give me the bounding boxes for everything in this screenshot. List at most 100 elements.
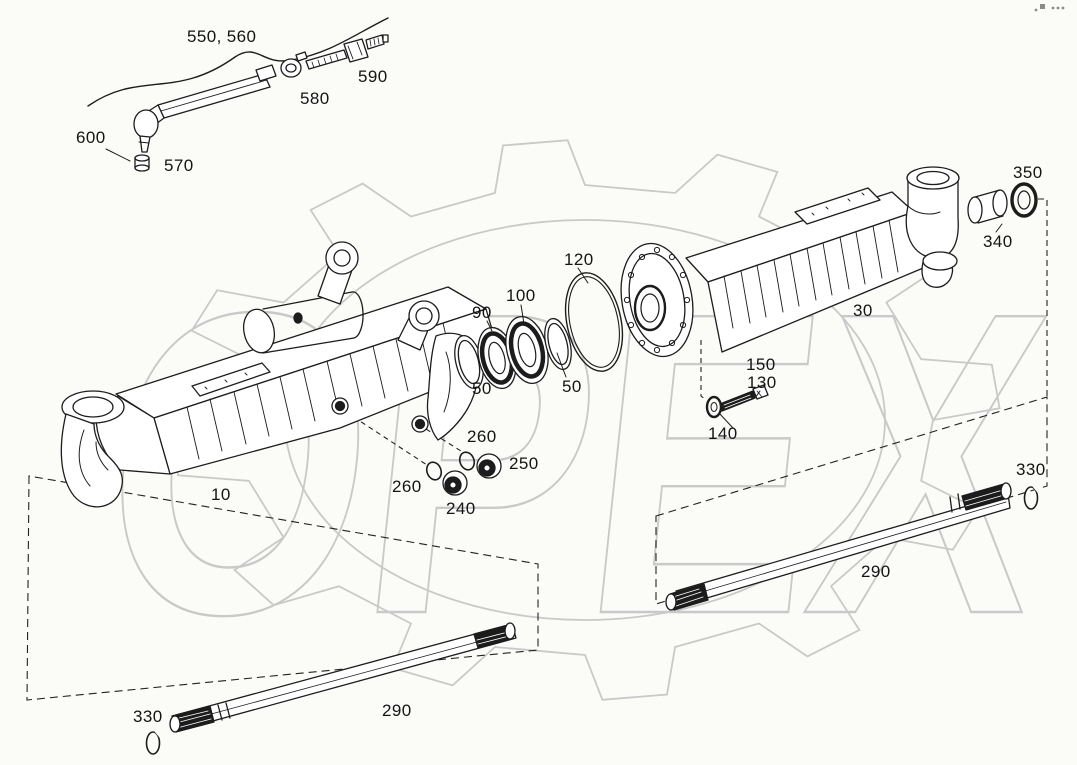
joint-590-body [343, 38, 369, 63]
rod-590-hatch [311, 53, 339, 69]
joint-590-tip [382, 34, 389, 43]
dashed-box-right-shaft [655, 396, 1048, 605]
arm-eye-2-outer [408, 300, 440, 332]
snap-ring-330-right [1023, 484, 1041, 510]
axle-flange [620, 242, 694, 358]
bolt-washer-group [705, 384, 769, 419]
leader-50-right [556, 352, 567, 378]
part-label-330-right: 330 [1016, 460, 1046, 479]
part-label-240: 240 [446, 499, 476, 518]
part-label-90: 90 [472, 303, 492, 322]
plug-250 [476, 453, 502, 479]
part-label-50-right: 50 [562, 377, 582, 396]
boss-cylinder-end [351, 291, 364, 339]
part-label-260-upper: 260 [467, 427, 497, 446]
left-axle-housing [60, 241, 503, 508]
beam-top-pad [794, 187, 881, 225]
leader-600 [105, 148, 131, 162]
plug-oring-group [425, 451, 502, 496]
tie-rod-brace-line [87, 17, 389, 107]
leader-140 [718, 412, 734, 429]
shaft-right-cap [1000, 482, 1012, 500]
nut-570-bottom [134, 164, 150, 172]
leader-100 [520, 304, 525, 325]
ball-joint-stud [139, 135, 151, 153]
leader-120 [577, 267, 589, 284]
beam-front-ribs [186, 322, 456, 460]
dashed-leader-oring-260-upper [425, 428, 462, 452]
boss-hole [293, 312, 303, 324]
axle-shaft-left [169, 622, 517, 733]
o-ring-260-lower [425, 461, 443, 481]
tie-rod-assembly [87, 17, 389, 172]
shaft-mid-line [677, 501, 1007, 600]
right-kingpin-yoke [905, 166, 960, 288]
arm-eye-1-outer [325, 241, 359, 275]
joint-590-thread-hatch [369, 37, 380, 47]
part-label-130: 130 [747, 373, 777, 392]
rod-590-shaft [305, 49, 348, 70]
corner-mark [1034, 4, 1065, 12]
part-label-10: 10 [211, 485, 231, 504]
leader-90 [486, 320, 493, 332]
watermark-text: OPEX [85, 224, 1067, 704]
joint-590-lines [347, 41, 363, 60]
snap-ring-330-left [145, 729, 163, 755]
bearing-100 [505, 316, 549, 384]
part-label-100: 100 [506, 286, 536, 305]
beam-top-pad [191, 362, 271, 397]
axle-shaft-right [665, 482, 1012, 611]
part-label-260-lower: 260 [392, 477, 422, 496]
right-axle-housing [620, 166, 1038, 358]
drain-plug-b [411, 415, 429, 433]
tie-rod-tube [157, 73, 271, 119]
shaft-left-cap [665, 593, 677, 611]
watermark-layer: OPEX [84, 139, 1068, 705]
shaft-collar-lines [217, 702, 231, 721]
part-label-590: 590 [358, 67, 388, 86]
joint-590-thread [365, 34, 385, 50]
end-fork-inner-line [443, 351, 451, 413]
part-label-30: 30 [853, 301, 873, 320]
dashed-leader-oring-260-lower [345, 411, 428, 466]
ring-50-right [544, 317, 572, 371]
part-label-150: 150 [746, 355, 776, 374]
part-label-340: 340 [983, 232, 1013, 251]
pad-holes [811, 192, 865, 216]
part-label-600: 600 [76, 128, 106, 147]
part-label-120: 120 [564, 250, 594, 269]
arm-eye-2-inner [415, 307, 433, 325]
seal-ring-350 [1010, 182, 1038, 218]
o-ring-260-upper [458, 451, 476, 471]
shaft-right-cap [504, 622, 516, 640]
drain-plug-a [331, 397, 349, 415]
part-label-330-left: 330 [133, 707, 163, 726]
ball-joint-housing [133, 109, 159, 139]
tie-rod-tube-line [160, 79, 268, 112]
part-label-290-left: 290 [382, 701, 412, 720]
part-label-50-left: 50 [472, 379, 492, 398]
shaft-mid-line [177, 631, 515, 724]
yoke-fork [60, 413, 124, 508]
flange-bolt-holes [623, 246, 691, 354]
shaft-left-cap [169, 715, 181, 733]
pad-holes [204, 372, 248, 390]
dashed-lines-layer [26, 198, 1048, 701]
dashed-leader-washer-140 [700, 340, 707, 401]
clamp-580-bolt [295, 51, 308, 62]
part-label-140: 140 [708, 424, 738, 443]
yoke-fork-inner-line [78, 429, 109, 487]
clamp-580 [280, 58, 302, 78]
arm-eye-1-inner [333, 249, 351, 267]
bushing-340 [967, 189, 1008, 224]
part-label-570: 570 [164, 156, 194, 175]
leader-lines [105, 148, 1003, 429]
dashed-box-left-shaft [26, 475, 539, 701]
ring-50-left [454, 334, 484, 390]
stud-ring-line [138, 141, 150, 144]
dashed-leader-seal-350 [1038, 198, 1048, 397]
part-label-250: 250 [509, 454, 539, 473]
beam-front-ribs [723, 219, 899, 329]
